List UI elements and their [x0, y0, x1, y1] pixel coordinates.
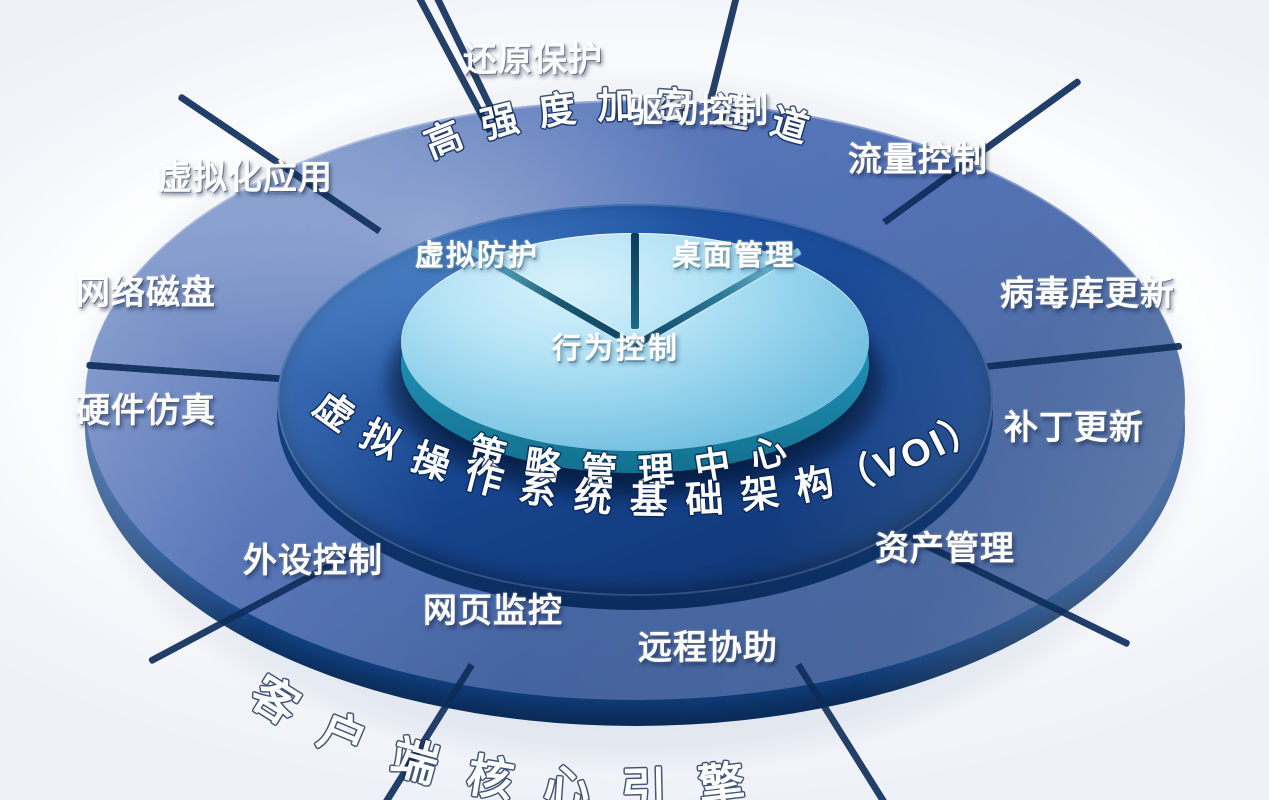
core-disc-top-face [400, 233, 869, 451]
core-spoke-left [468, 247, 637, 349]
core-spoke-right [632, 247, 801, 349]
core-spoke-top [630, 233, 639, 329]
